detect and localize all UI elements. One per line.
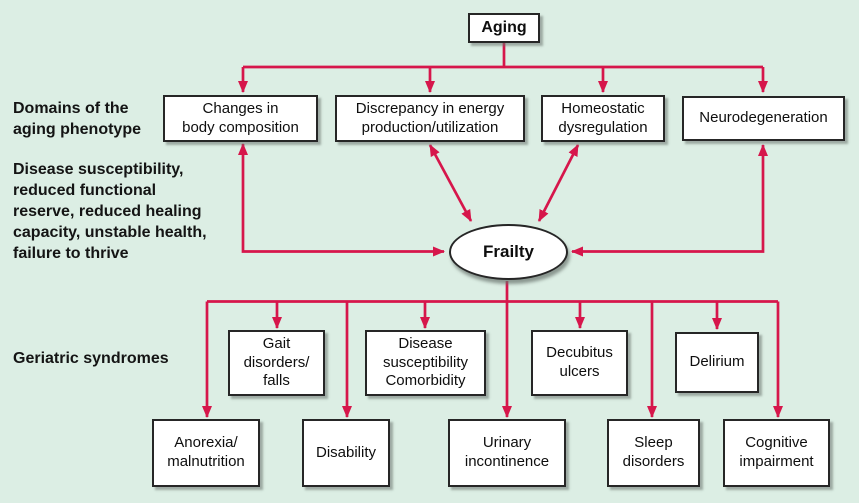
node-gait-disorders-falls: Gait disorders/ falls [228, 330, 325, 396]
arrow-neuro-frailty [571, 144, 768, 257]
node-delirium: Delirium [675, 332, 759, 393]
label-disease-susceptibility: Disease susceptibility, reduced function… [13, 161, 207, 263]
node-discrepancy-energy: Discrepancy in energy production/utiliza… [335, 95, 525, 142]
node-frailty: Frailty [449, 224, 568, 280]
node-anorexia-malnutrition: Anorexia/ malnutrition [152, 419, 260, 487]
arrow-homeostatic-frailty [537, 144, 580, 222]
node-disease-susceptibility-comorbidity: Disease susceptibility Comorbidity [365, 330, 486, 396]
node-aging: Aging [468, 13, 540, 43]
node-urinary-incontinence: Urinary incontinence [448, 419, 566, 487]
node-cognitive-impairment: Cognitive impairment [723, 419, 830, 487]
arrow-discrepancy-frailty [428, 144, 473, 222]
node-disability: Disability [302, 419, 390, 487]
node-neurodegeneration: Neurodegeneration [682, 96, 845, 141]
label-domains-of-aging-phenotype: Domains of the aging phenotype [13, 100, 141, 139]
node-changes-body-composition: Changes in body composition [163, 95, 318, 142]
node-decubitus-ulcers: Decubitus ulcers [531, 330, 628, 396]
node-sleep-disorders: Sleep disorders [607, 419, 700, 487]
arrow-changes-frailty [238, 143, 445, 257]
label-geriatric-syndromes: Geriatric syndromes [13, 350, 169, 367]
node-homeostatic-dysregulation: Homeostatic dysregulation [541, 95, 665, 142]
